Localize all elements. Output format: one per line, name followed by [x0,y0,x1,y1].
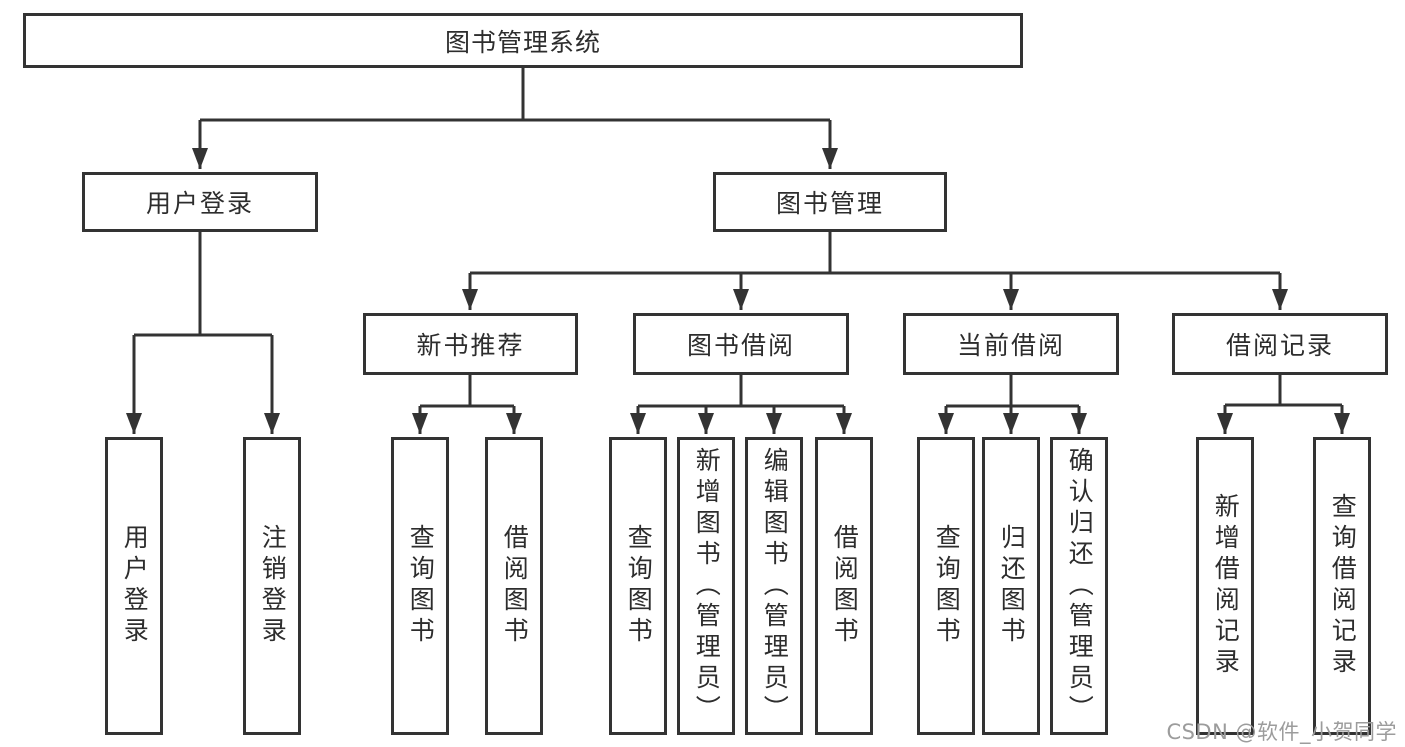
csdn-watermark: CSDN @软件_小贺同学 [1166,720,1397,744]
leaf-add-borrow-record-label: 新增借阅记录 [1211,493,1241,679]
node-borrow-records: 借阅记录 [1172,313,1388,375]
leaf-borrow-query-books-label: 查询图书 [624,524,654,648]
node-current-borrow-label: 当前借阅 [956,331,1065,360]
leaf-logout-label: 注销登录 [258,524,288,648]
leaf-return-books: 归还图书 [982,437,1040,735]
leaf-borrow-query-books: 查询图书 [609,437,667,735]
node-user-login-label: 用户登录 [145,189,254,218]
node-current-borrow: 当前借阅 [903,313,1119,375]
leaf-recommend-borrow-books-label: 借阅图书 [500,524,530,648]
leaf-add-borrow-record: 新增借阅记录 [1196,437,1254,735]
node-book-management-label: 图书管理 [775,189,884,218]
leaf-current-query-books-label: 查询图书 [932,524,962,648]
leaf-return-books-label: 归还图书 [997,524,1027,648]
leaf-edit-books-admin: 编辑图书（管理员） [745,437,803,735]
leaf-recommend-query-books: 查询图书 [391,437,449,735]
leaf-borrow-books: 借阅图书 [815,437,873,735]
node-borrow-records-label: 借阅记录 [1225,331,1334,360]
leaf-current-query-books: 查询图书 [917,437,975,735]
leaf-borrow-books-label: 借阅图书 [830,524,860,648]
leaf-user-login: 用户登录 [105,437,163,735]
leaf-query-borrow-record-label: 查询借阅记录 [1328,493,1358,679]
leaf-confirm-return-admin-label: 确认归还（管理员） [1065,446,1095,726]
leaf-recommend-borrow-books: 借阅图书 [485,437,543,735]
leaf-logout: 注销登录 [243,437,301,735]
node-new-book-recommend: 新书推荐 [363,313,578,375]
leaf-query-borrow-record: 查询借阅记录 [1313,437,1371,735]
leaf-add-books-admin: 新增图书（管理员） [677,437,735,735]
leaf-user-login-label: 用户登录 [120,524,150,648]
leaf-recommend-query-books-label: 查询图书 [406,524,436,648]
leaf-edit-books-admin-label: 编辑图书（管理员） [760,446,790,726]
node-new-book-recommend-label: 新书推荐 [416,331,525,360]
node-user-login: 用户登录 [82,172,318,232]
leaf-add-books-admin-label: 新增图书（管理员） [692,446,722,726]
node-root-label: 图书管理系统 [444,27,601,57]
node-book-borrow: 图书借阅 [633,313,849,375]
node-book-borrow-label: 图书借阅 [686,331,795,360]
node-book-management: 图书管理 [713,172,947,232]
node-root: 图书管理系统 [23,13,1023,68]
leaf-confirm-return-admin: 确认归还（管理员） [1050,437,1108,735]
